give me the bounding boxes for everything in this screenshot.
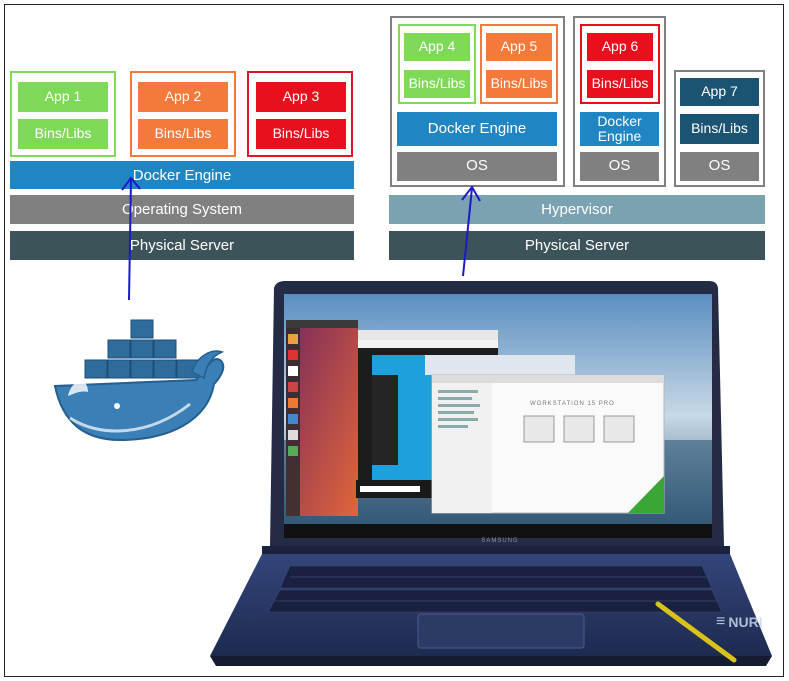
physical-server-bar-right: Physical Server — [389, 231, 765, 260]
physical-server-bar-left: Physical Server — [10, 231, 354, 260]
watermark-logo: ≡ NURI — [716, 612, 763, 632]
vm1-os-box: OS — [397, 152, 557, 181]
app2-libs-box: Bins/Libs — [138, 119, 228, 149]
app5-box: App 5 — [486, 33, 552, 61]
app7-box: App 7 — [680, 78, 759, 106]
vm1-docker-engine-box: Docker Engine — [397, 112, 557, 146]
vm3-os-box: OS — [680, 152, 759, 181]
laptop-brand-label: SAMSUNG — [481, 538, 519, 544]
app7-libs-box: Bins/Libs — [680, 114, 759, 144]
trackpad — [417, 613, 585, 649]
app1-box: App 1 — [18, 82, 108, 112]
app4-box: App 4 — [404, 33, 470, 61]
hypervisor-bar: Hypervisor — [389, 195, 765, 224]
app1-libs-box: Bins/Libs — [18, 119, 108, 149]
vm2-os-box: OS — [580, 152, 659, 181]
app3-box: App 3 — [256, 82, 346, 112]
app2-box: App 2 — [138, 82, 228, 112]
docker-engine-bar: Docker Engine — [10, 161, 354, 189]
arrow-to-os — [461, 185, 481, 277]
arrow-to-docker-engine — [121, 176, 141, 301]
watermark-text: NURI — [728, 614, 763, 630]
app5-libs-box: Bins/Libs — [486, 70, 552, 98]
vm2-docker-engine-box: Docker Engine — [580, 112, 659, 146]
operating-system-bar: Operating System — [10, 195, 354, 224]
app3-libs-box: Bins/Libs — [256, 119, 346, 149]
s-pen — [655, 601, 737, 663]
taskbar — [284, 524, 712, 538]
app4-libs-box: Bins/Libs — [404, 70, 470, 98]
watermark-icon: ≡ — [716, 613, 726, 630]
app6-box: App 6 — [587, 33, 653, 61]
vmware-window-title: WORKSTATION 15 PRO — [530, 401, 615, 407]
app6-libs-box: Bins/Libs — [587, 70, 653, 98]
